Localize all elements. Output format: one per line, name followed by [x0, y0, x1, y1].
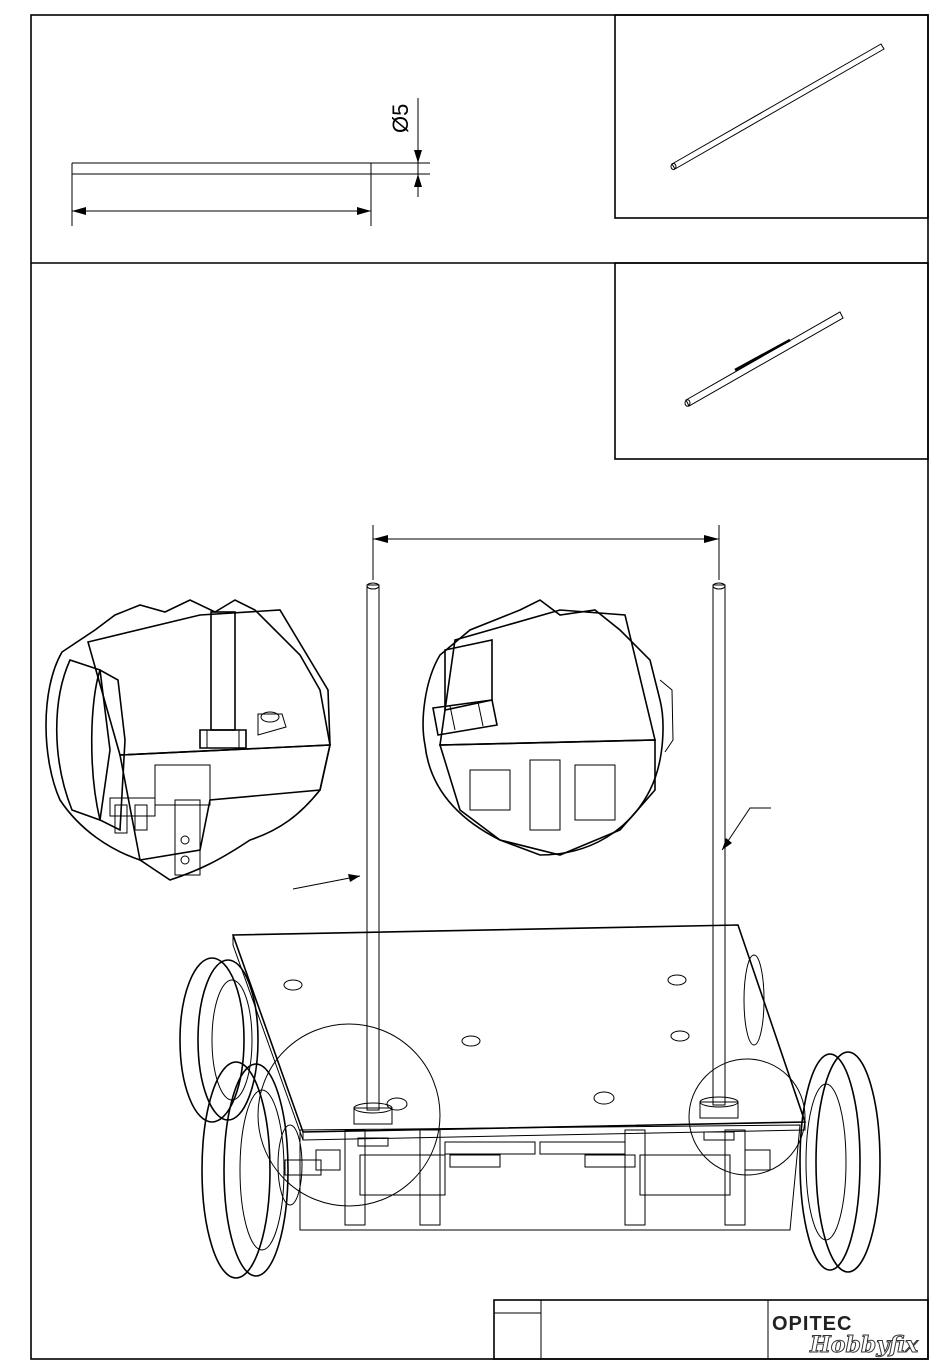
vehicle-assembly: [180, 583, 880, 1278]
dimension-diameter-label: Ø5: [388, 104, 413, 133]
left-detail-view: [46, 600, 330, 880]
wheel-back-right: [744, 955, 764, 1045]
chassis-frame: [285, 1125, 800, 1230]
rod-side-view: [72, 98, 430, 226]
threaded-rod-isometric-view: [685, 312, 843, 406]
right-detail-view: [423, 600, 673, 855]
rod-view-box-middle: [615, 263, 928, 459]
threaded-rod-left: [354, 583, 392, 1146]
product-line-text: Hobbyfix: [809, 1332, 919, 1358]
plate-nuts: [284, 975, 689, 1110]
threaded-rod-right: [700, 583, 738, 1140]
brand-logo: OPITEC Hobbyfix: [772, 1313, 919, 1358]
detail-circle-left: [258, 1024, 440, 1206]
detail-circle-right: [689, 1059, 805, 1175]
rod-spacing-dimension: [373, 525, 719, 580]
rod-view-box-top: [615, 15, 928, 218]
rod-isometric-view: [671, 44, 884, 170]
sheet-frame: [31, 15, 928, 1359]
perforated-base-plate: [233, 925, 805, 1132]
wheel-front-right: [800, 1052, 880, 1272]
